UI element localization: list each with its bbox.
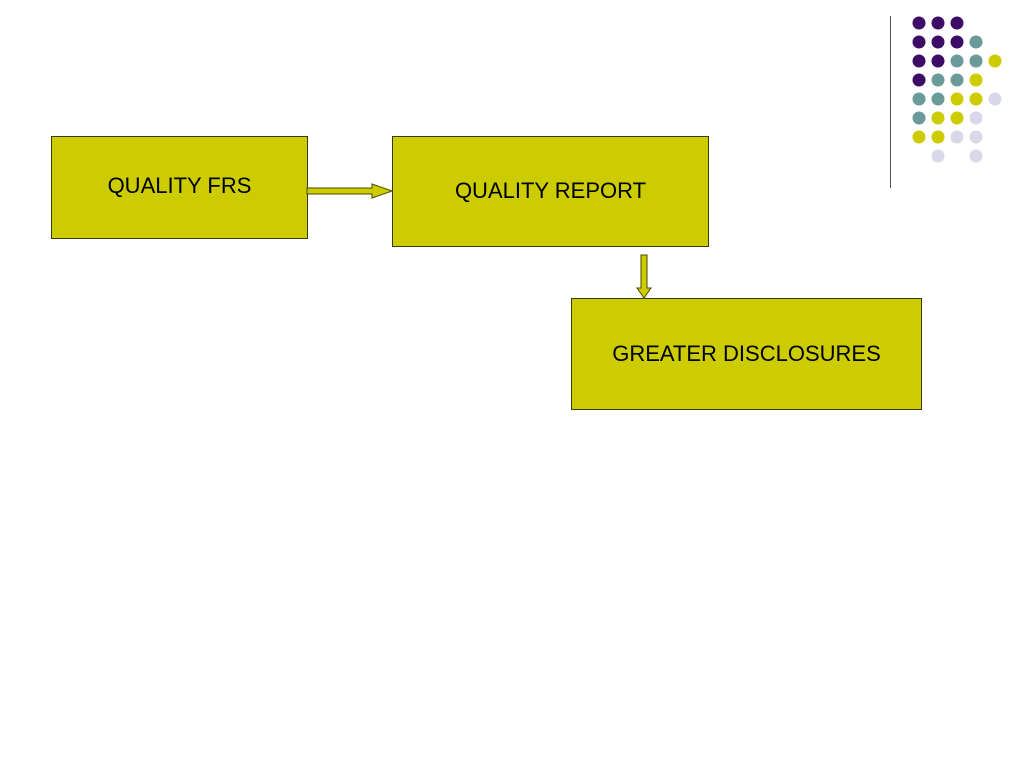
decorative-dot (912, 92, 926, 106)
decorative-dot (931, 73, 945, 87)
decorative-dot (969, 35, 983, 49)
arrow-right-shape (306, 183, 394, 199)
quality-report-box: QUALITY REPORT (392, 136, 709, 247)
decorative-dot (931, 35, 945, 49)
decorative-dot (988, 54, 1002, 68)
greater-disclosures-box: GREATER DISCLOSURES (571, 298, 922, 410)
decorative-dot (950, 92, 964, 106)
decorative-divider (890, 16, 891, 188)
quality-frs-box: QUALITY FRS (51, 136, 308, 239)
quality-frs-label: QUALITY FRS (107, 172, 252, 198)
decorative-dot (969, 54, 983, 68)
decorative-dot (950, 111, 964, 125)
decorative-dot (950, 54, 964, 68)
decorative-dot (931, 130, 945, 144)
decorative-dot (969, 130, 983, 144)
decorative-dot (931, 149, 945, 163)
decorative-dot (931, 111, 945, 125)
decorative-dot (969, 149, 983, 163)
greater-disclosures-label: GREATER DISCLOSURES (612, 341, 881, 366)
decorative-dot (950, 35, 964, 49)
decorative-dot-grid (912, 16, 1002, 163)
decorative-dot (912, 111, 926, 125)
decorative-dot (950, 130, 964, 144)
decorative-dot (931, 92, 945, 106)
decorative-dot (931, 16, 945, 30)
decorative-dot (969, 92, 983, 106)
decorative-dot (912, 35, 926, 49)
arrow-down-icon (636, 254, 652, 299)
decorative-dot (912, 130, 926, 144)
decorative-dot (950, 16, 964, 30)
decorative-dot (912, 73, 926, 87)
decorative-dot (931, 54, 945, 68)
decorative-dot (988, 92, 1002, 106)
arrow-down-shape (636, 254, 652, 299)
decorative-dot (950, 73, 964, 87)
quality-report-label: QUALITY REPORT (454, 177, 647, 203)
decorative-dot (912, 16, 926, 30)
arrow-right-icon (306, 183, 394, 199)
decorative-dot (969, 73, 983, 87)
decorative-dot (912, 54, 926, 68)
decorative-dot (969, 111, 983, 125)
